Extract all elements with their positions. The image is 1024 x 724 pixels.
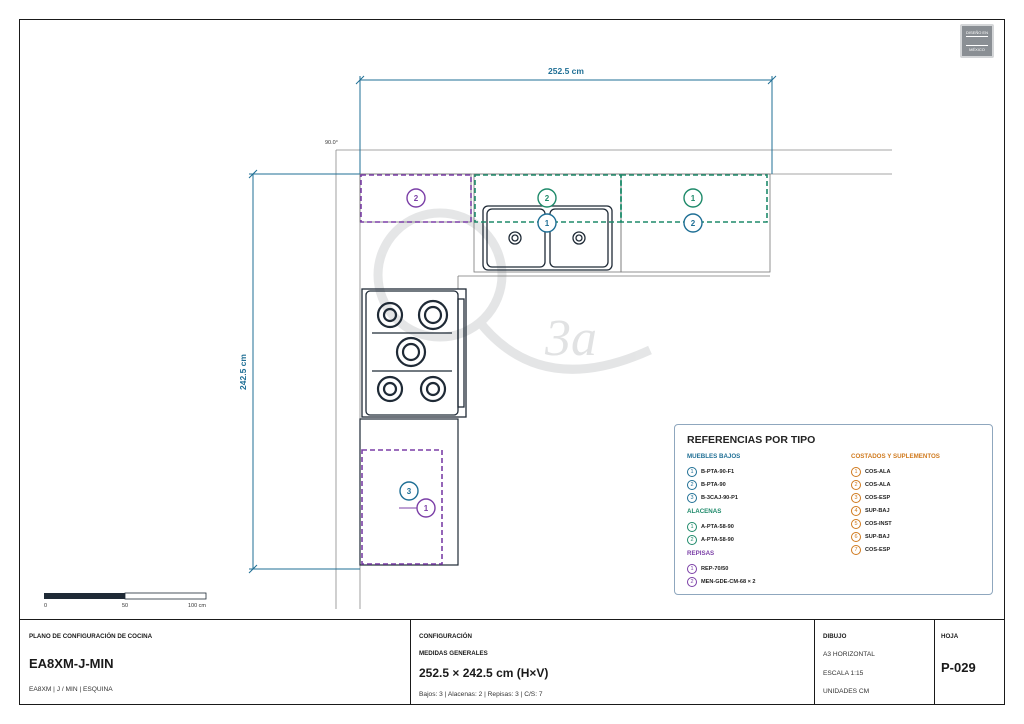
- medidas-value: 252.5 × 242.5 cm (H×V): [419, 666, 549, 680]
- plan-label: PLANO DE CONFIGURACIÓN DE COCINA: [29, 633, 153, 640]
- dibujo-units: UNIDADES CM: [823, 688, 870, 695]
- legend-group-title: REPISAS: [687, 550, 715, 557]
- height-dimension-line: [248, 169, 360, 574]
- svg-text:2: 2: [414, 194, 419, 203]
- base-cabinet-left: [359, 418, 459, 566]
- marker-alacena-1: 1: [683, 188, 703, 208]
- legend-group-title: MUEBLES BAJOS: [687, 453, 741, 460]
- title-block: PLANO DE CONFIGURACIÓN DE COCINA EA8XM-J…: [19, 619, 1005, 705]
- config-label: CONFIGURACIÓN: [419, 633, 472, 640]
- angle-label: 90.0°: [325, 140, 338, 146]
- marker-repisa-2: 2: [406, 188, 426, 208]
- drawing-sheet: [19, 19, 1005, 705]
- title-block-dibujo: DIBUJO A3 HORIZONTAL ESCALA 1:15 UNIDADE…: [815, 620, 935, 704]
- model-code: EA8XM-J-MIN: [29, 656, 114, 671]
- title-block-plan: PLANO DE CONFIGURACIÓN DE COCINA EA8XM-J…: [19, 620, 411, 704]
- svg-text:2: 2: [545, 194, 550, 203]
- plan-markers: 2 2 1 1 2 3 1: [399, 188, 703, 518]
- stove-cooktop: [361, 288, 467, 418]
- scale-label-0: 0: [44, 603, 47, 609]
- model-subtitle: EA8XM | J / MIN | ESQUINA: [29, 686, 113, 693]
- svg-text:3: 3: [407, 487, 412, 496]
- svg-text:1: 1: [545, 219, 550, 228]
- title-block-config: CONFIGURACIÓN MEDIDAS GENERALES 252.5 × …: [411, 620, 815, 704]
- height-dimension-label: 242.5 cm: [238, 354, 248, 390]
- svg-text:1: 1: [424, 504, 429, 513]
- counts-summary: Bajos: 3 | Alacenas: 2 | Repisas: 3 | C/…: [419, 691, 543, 698]
- hoja-value: P-029: [941, 660, 976, 675]
- logo-line1: DISEÑO EN: [965, 30, 988, 35]
- dibujo-label: DIBUJO: [823, 633, 847, 640]
- watermark-logo: [373, 208, 652, 374]
- brand-logo: DISEÑO EN MÉXICO: [960, 24, 994, 58]
- dibujo-scale: ESCALA 1:15: [823, 670, 864, 677]
- marker-repisa-1: 1: [416, 498, 436, 518]
- legend-group-title: COSTADOS Y SUPLEMENTOS: [851, 453, 940, 460]
- scale-label-100: 100 cm: [188, 603, 206, 609]
- svg-text:1: 1: [691, 194, 696, 203]
- marker-bajo-2: 2: [683, 213, 703, 233]
- legend-title: REFERENCIAS POR TIPO: [687, 434, 816, 446]
- width-dimension-label: 252.5 cm: [548, 66, 584, 76]
- legend-group-title: ALACENAS: [687, 508, 722, 515]
- marker-bajo-3: 3: [399, 481, 419, 501]
- watermark-text: 3a: [544, 310, 597, 367]
- svg-text:2: 2: [691, 219, 696, 228]
- medidas-label: MEDIDAS GENERALES: [419, 650, 488, 657]
- title-block-hoja: HOJA P-029: [935, 620, 1005, 704]
- logo-line2: MÉXICO: [969, 47, 985, 52]
- dibujo-format: A3 HORIZONTAL: [823, 651, 875, 658]
- scale-label-50: 50: [122, 603, 128, 609]
- hoja-label: HOJA: [941, 633, 959, 640]
- width-dimension-line: [355, 75, 777, 174]
- marker-bajo-1: 1: [537, 213, 557, 233]
- logo-wave-icon: [966, 36, 988, 46]
- scale-bar: 0 50 100 cm: [44, 592, 206, 609]
- marker-alacena-2: 2: [537, 188, 557, 208]
